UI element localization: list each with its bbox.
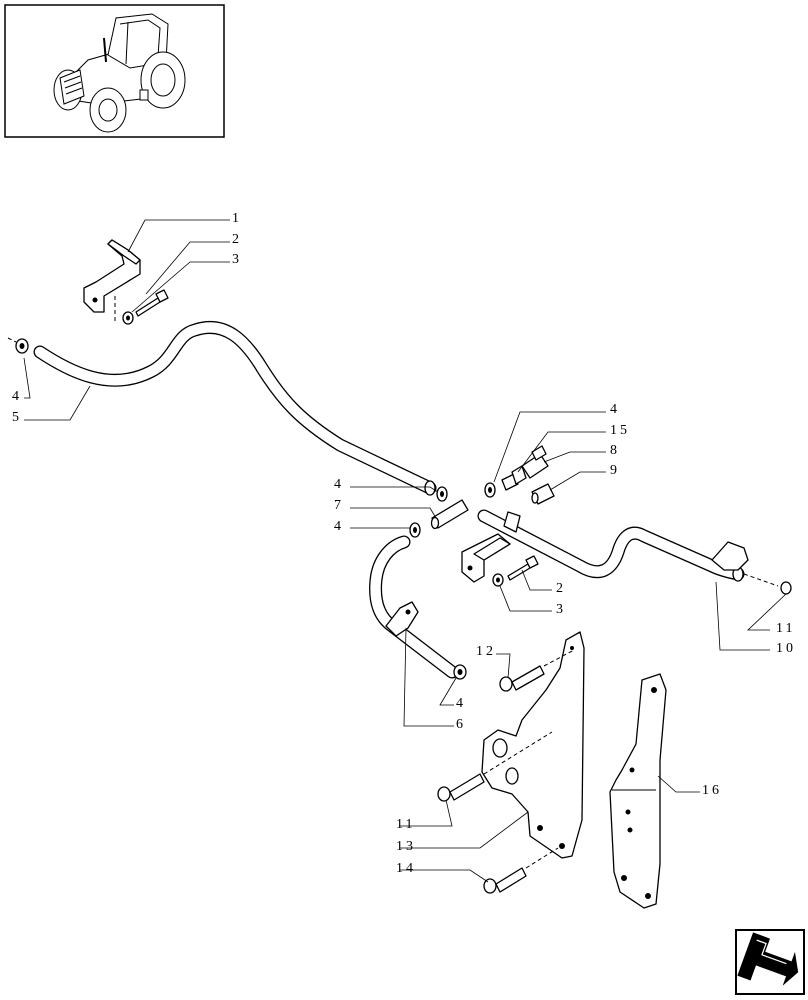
callout-label: 4 — [334, 519, 344, 534]
next-page-arrow-icon[interactable] — [735, 929, 806, 995]
callout-label: 15 — [610, 423, 630, 438]
callout-label: 12 — [476, 644, 496, 659]
hose-part-5 — [33, 320, 437, 496]
pipe-part-10 — [477, 509, 749, 582]
callout-label: 9 — [610, 463, 620, 478]
fitting-part-9 — [531, 483, 555, 505]
callout-label: 3 — [232, 252, 242, 267]
fitting-part-8 — [521, 445, 549, 479]
bracket-part-1 — [83, 239, 141, 313]
mounting-plate-part-16 — [609, 673, 667, 909]
callout-label: 5 — [12, 410, 22, 425]
connector-part-7 — [430, 499, 469, 530]
callout-label: 11 — [776, 621, 795, 636]
hose-part-6 — [369, 535, 459, 679]
bolt-part-12 — [499, 649, 575, 692]
leader-lines — [23, 219, 787, 883]
mounting-plate-part-13 — [481, 631, 585, 859]
callout-label: 4 — [456, 696, 466, 711]
callout-label: 3 — [556, 602, 566, 617]
callout-label: 2 — [556, 581, 566, 596]
bolt-part-14 — [483, 847, 559, 894]
callout-label: 10 — [776, 641, 796, 656]
bolt-part-11-right — [743, 573, 792, 595]
washer-part-4-b — [484, 482, 496, 498]
tractor-icon — [53, 13, 186, 133]
washer-part-3-mid — [492, 573, 504, 587]
washer-part-4-c — [409, 522, 421, 538]
tractor-thumbnail — [4, 4, 225, 138]
callout-label: 4 — [610, 402, 620, 417]
washer-part-3-top — [122, 311, 134, 325]
callout-label: 4 — [334, 477, 344, 492]
callout-label: 16 — [702, 783, 722, 798]
callout-label: 4 — [12, 389, 22, 404]
washer-part-4-left — [7, 337, 29, 354]
callout-label: 8 — [610, 443, 620, 458]
callout-label: 11 — [396, 817, 415, 832]
bracket-mid — [461, 533, 511, 583]
washer-part-4-lower — [453, 664, 467, 680]
callout-label: 6 — [456, 717, 466, 732]
callout-label: 1 — [232, 211, 242, 226]
callout-label: 2 — [232, 232, 242, 247]
washer-part-4-a — [436, 486, 448, 502]
bolt-part-2-top — [135, 289, 169, 317]
fitting-part-15 — [501, 465, 527, 491]
callout-label: 14 — [396, 861, 416, 876]
bolt-part-2-mid — [507, 555, 539, 581]
callout-label: 13 — [396, 839, 416, 854]
bolt-part-11-lower — [437, 731, 553, 802]
callout-label: 7 — [334, 498, 344, 513]
callout-labels: 1 2 3 4 5 4 15 8 9 4 7 4 2 3 11 10 12 4 … — [12, 211, 796, 876]
